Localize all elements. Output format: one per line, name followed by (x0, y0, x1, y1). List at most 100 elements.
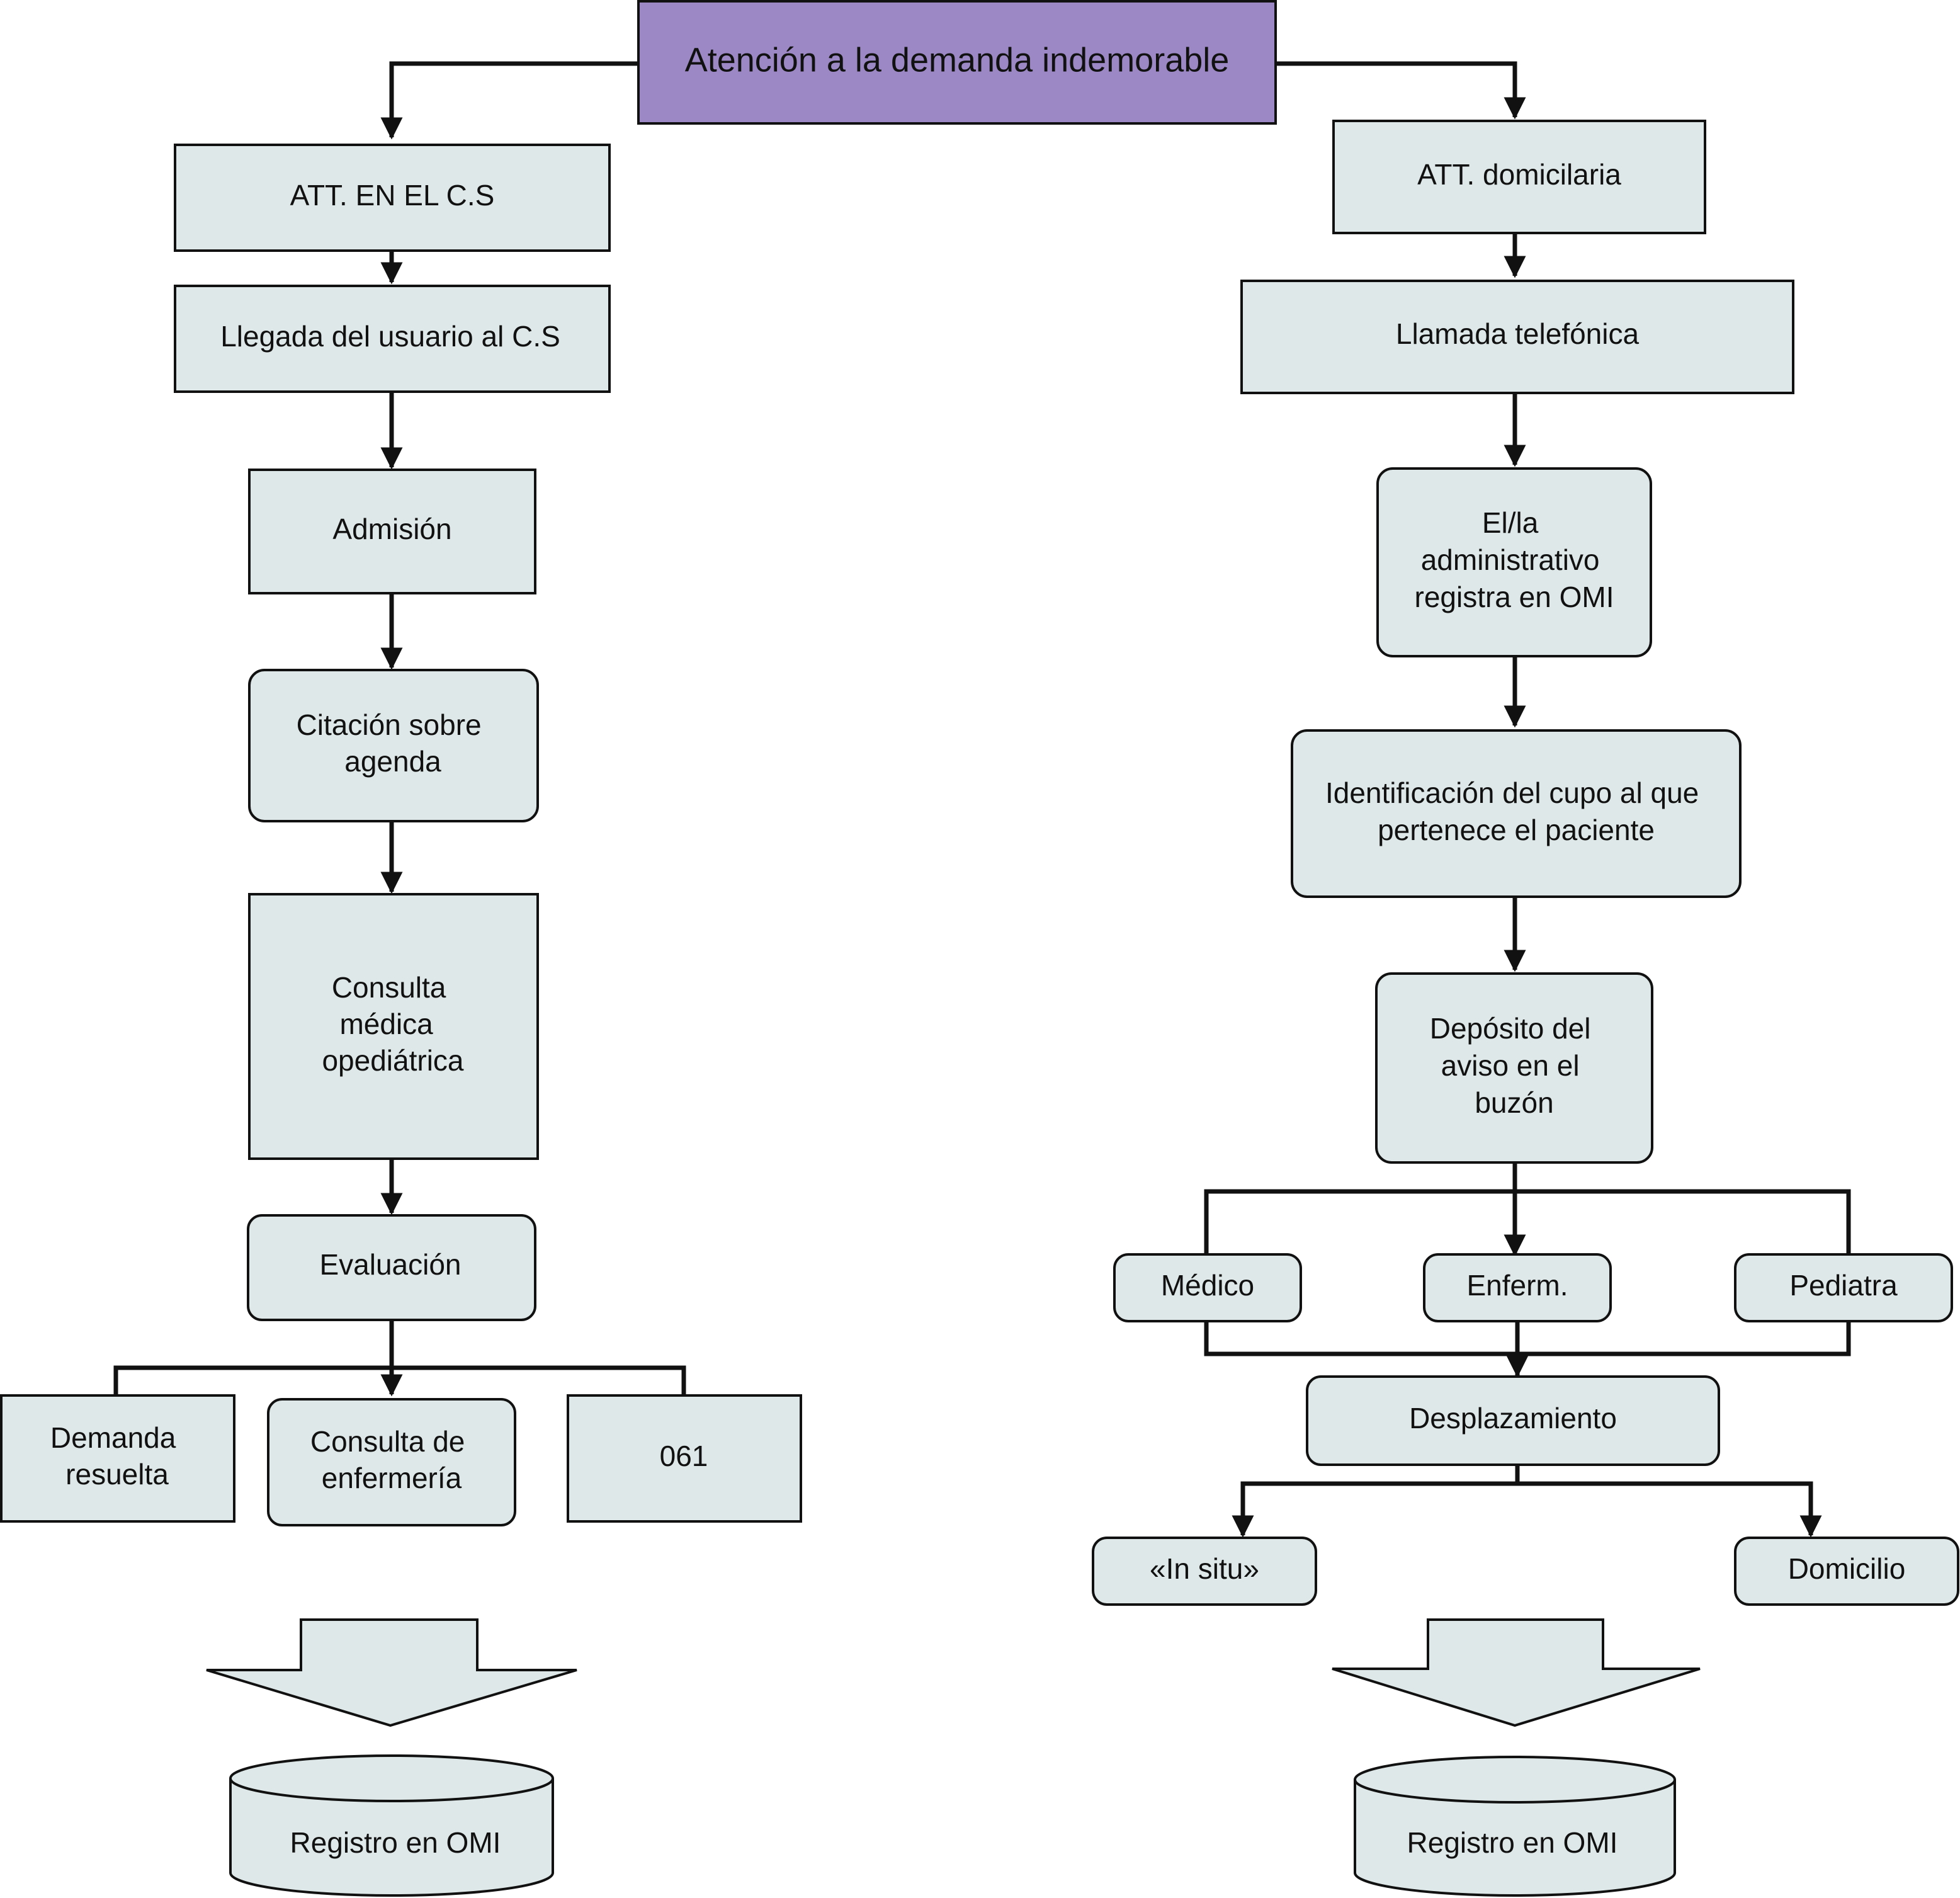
evaluation-box (247, 1214, 536, 1321)
professional-doctor-box (1113, 1253, 1302, 1322)
consultation-line-1: Consulta (332, 971, 446, 1004)
destination-in-situ-box (1092, 1537, 1317, 1606)
professional-pediatrician-label: Pediatra (1789, 1269, 1898, 1302)
identification-box (1291, 729, 1742, 898)
deposit-node: Depósito del aviso en el buzón (1375, 972, 1653, 1164)
destination-home-label: Domicilio (1788, 1552, 1906, 1585)
destination-home-node: Domicilio (1734, 1537, 1959, 1606)
left-record-label: Registro en OMI (290, 1826, 501, 1859)
right-branch-label: ATT. domicilaria (1417, 158, 1621, 191)
appointment-box (248, 669, 539, 822)
appointment-node: Citación sobre agenda (248, 669, 539, 822)
displacement-box (1306, 1375, 1720, 1466)
connector-title-to-left (380, 61, 638, 140)
outcome-emergency-node: 061 (567, 1394, 802, 1523)
outcome-nursing-line-2: enfermería (322, 1462, 462, 1494)
admin-node: El/la administrativo registra en OMI (1376, 467, 1652, 657)
professional-doctor-label: Médico (1161, 1269, 1254, 1302)
left-record-arrow (206, 1618, 577, 1727)
arrival-node: Llegada del usuario al C.S (174, 285, 611, 393)
consultation-line-3: opediátrica (322, 1044, 463, 1077)
displacement-node: Desplazamiento (1306, 1375, 1720, 1466)
appointment-line-1: Citación sobre (297, 708, 482, 741)
arrival-label: Llegada del usuario al C.S (220, 320, 560, 353)
right-down-arrow-shape (1332, 1618, 1701, 1727)
connector-evaluation-bus (113, 1365, 686, 1395)
left-record-cylinder-body (229, 1778, 554, 1897)
outcome-nursing-line-1: Consulta de (310, 1425, 465, 1458)
appointment-line-2: agenda (344, 745, 441, 778)
right-record-cylinder-body (1354, 1780, 1676, 1897)
outcome-resolved-line-2: resuelta (65, 1458, 169, 1491)
left-record-node: Registro en OMI (229, 1754, 554, 1897)
evaluation-label: Evaluación (319, 1248, 461, 1281)
title-label: Atención a la demanda indemorable (685, 41, 1230, 79)
call-label: Llamada telefónica (1396, 317, 1640, 350)
outcome-resolved-node: Demanda resuelta (0, 1394, 235, 1523)
displacement-label: Desplazamiento (1409, 1402, 1617, 1435)
professional-nurse-label: Enferm. (1466, 1269, 1568, 1302)
right-record-arrow (1332, 1618, 1701, 1727)
right-record-node: Registro en OMI (1354, 1756, 1676, 1897)
outcome-resolved-line-1: Demanda (50, 1421, 176, 1454)
admission-node: Admisión (248, 469, 536, 594)
professional-pediatrician-box (1734, 1253, 1953, 1322)
admin-line-3: registra en OMI (1415, 581, 1614, 613)
consultation-box (248, 893, 539, 1160)
destination-in-situ-node: «In situ» (1092, 1537, 1317, 1606)
identification-line-1: Identificación del cupo al que (1325, 776, 1699, 809)
professional-nurse-node: Enferm. (1423, 1253, 1612, 1322)
evaluation-node: Evaluación (247, 1214, 536, 1321)
right-record-cylinder-top (1354, 1756, 1676, 1804)
left-branch-label: ATT. EN EL C.S (290, 179, 495, 212)
destination-in-situ-label: «In situ» (1150, 1552, 1259, 1585)
admin-box (1376, 467, 1652, 657)
deposit-line-1: Depósito del (1430, 1012, 1591, 1045)
consultation-label: Consulta médica opediátrica (322, 971, 463, 1077)
admin-label: El/la administrativo registra en OMI (1415, 506, 1614, 613)
admission-box (248, 469, 536, 594)
admission-label: Admisión (332, 513, 451, 545)
outcome-resolved-label: Demanda resuelta (50, 1421, 184, 1491)
identification-label: Identificación del cupo al que pertenece… (1325, 776, 1707, 846)
arrival-box (174, 285, 611, 393)
connector-title-to-right (1276, 61, 1526, 120)
deposit-line-3: buzón (1475, 1086, 1553, 1119)
call-node: Llamada telefónica (1240, 280, 1794, 394)
outcome-emergency-box (567, 1394, 802, 1523)
outcome-nursing-node: Consulta de enfermería (267, 1398, 516, 1526)
right-branch-node: ATT. domicilaria (1332, 120, 1706, 234)
admin-line-2: administrativo (1421, 543, 1600, 576)
identification-node: Identificación del cupo al que pertenece… (1291, 729, 1742, 898)
outcome-nursing-box (267, 1398, 516, 1526)
deposit-box (1375, 972, 1653, 1164)
outcome-emergency-label: 061 (660, 1440, 708, 1472)
professional-doctor-node: Médico (1113, 1253, 1302, 1322)
left-branch-node: ATT. EN EL C.S (174, 144, 611, 252)
admin-line-1: El/la (1482, 506, 1539, 539)
right-branch-box (1332, 120, 1706, 234)
connector-professionals-bracket-top (1204, 1189, 1851, 1257)
outcome-resolved-box (0, 1394, 235, 1523)
professional-pediatrician-node: Pediatra (1734, 1253, 1953, 1322)
deposit-label: Depósito del aviso en el buzón (1430, 1012, 1599, 1119)
connector-displacement-to-home (1517, 1481, 1822, 1538)
left-branch-box (174, 144, 611, 252)
title-node: Atención a la demanda indemorable (637, 0, 1277, 125)
consultation-line-2: médica (339, 1008, 433, 1040)
destination-home-box (1734, 1537, 1959, 1606)
consultation-node: Consulta médica opediátrica (248, 893, 539, 1160)
call-box (1240, 280, 1794, 394)
right-record-label: Registro en OMI (1407, 1826, 1618, 1859)
deposit-line-2: aviso en el (1441, 1049, 1580, 1082)
connectors (113, 61, 1851, 1538)
appointment-label: Citación sobre agenda (297, 708, 490, 778)
identification-line-2: pertenece el paciente (1378, 814, 1655, 846)
connector-displacement-to-in-situ (1232, 1481, 1517, 1538)
connector-professionals-bracket-bottom (1204, 1321, 1851, 1356)
title-box (637, 0, 1277, 125)
left-down-arrow-shape (206, 1618, 577, 1727)
outcome-nursing-label: Consulta de enfermería (310, 1425, 473, 1494)
left-record-cylinder-top (229, 1754, 554, 1802)
